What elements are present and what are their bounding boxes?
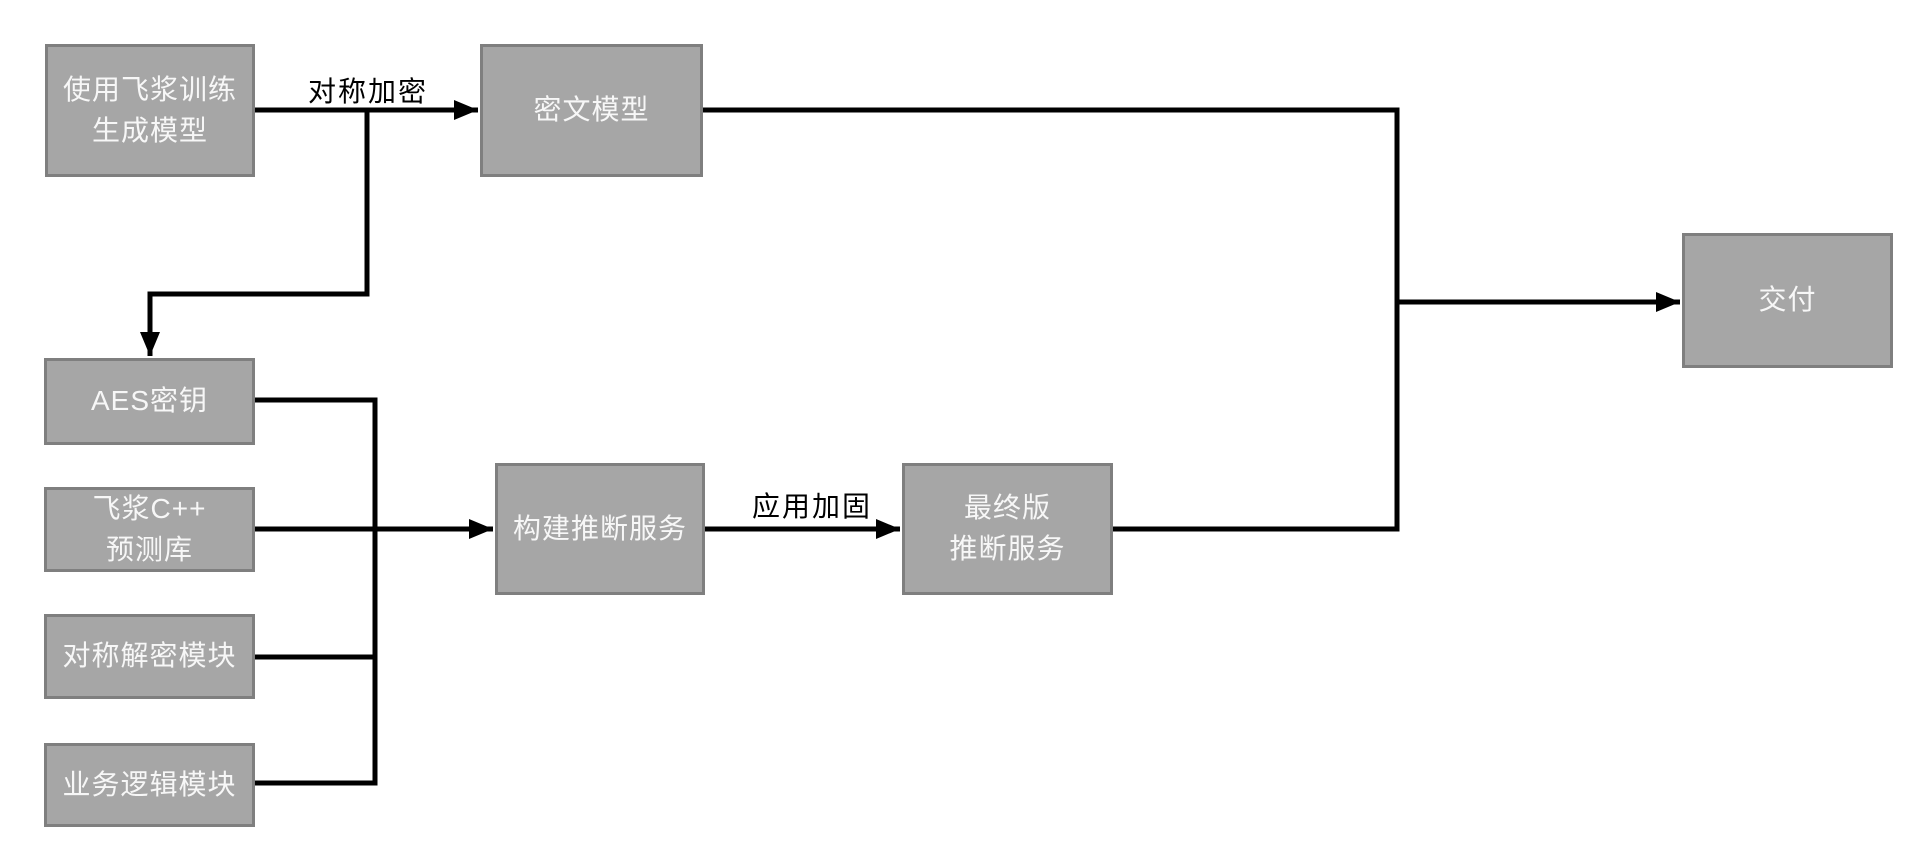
edge-aes-logic-trunk (255, 397, 378, 786)
node-train-model: 使用飞浆训练 生成模型 (45, 44, 255, 177)
edge-label-app-hardening: 应用加固 (751, 491, 873, 522)
node-deliver: 交付 (1682, 233, 1893, 368)
node-build-inference-service: 构建推断服务 (495, 463, 705, 595)
node-aes-key: AES密钥 (44, 358, 255, 445)
edge-label-symmetric-encryption: 对称加密 (307, 76, 429, 107)
node-business-logic-module: 业务逻辑模块 (44, 743, 255, 827)
node-decrypt-module: 对称解密模块 (44, 614, 255, 699)
node-cpp-inference-lib: 飞浆C++ 预测库 (44, 487, 255, 572)
node-final-inference-service: 最终版 推断服务 (902, 463, 1113, 595)
node-cipher-model: 密文模型 (480, 44, 703, 177)
edge-train-aes (140, 110, 370, 356)
edge-cipher-junction (703, 107, 1400, 532)
